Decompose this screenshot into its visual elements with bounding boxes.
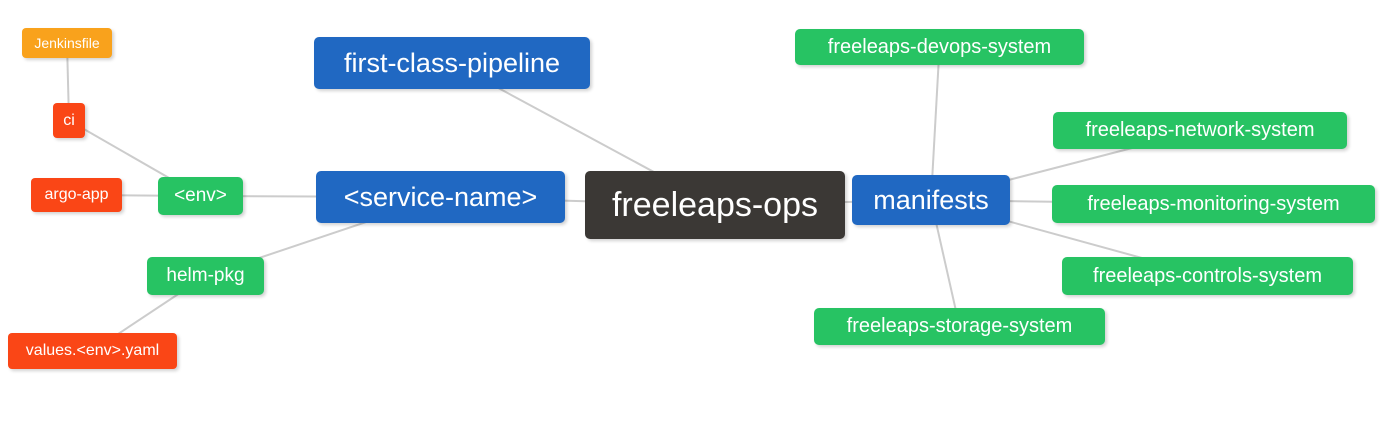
node-ci[interactable]: ci: [53, 103, 85, 138]
node-freeleaps-ops[interactable]: freeleaps-ops: [585, 171, 845, 239]
node-controls-system[interactable]: freeleaps-controls-system: [1062, 257, 1353, 295]
node-storage-system[interactable]: freeleaps-storage-system: [814, 308, 1105, 345]
node-values-env-yaml[interactable]: values.<env>.yaml: [8, 333, 177, 369]
node-argo-app[interactable]: argo-app: [31, 178, 122, 212]
node-jenkinsfile[interactable]: Jenkinsfile: [22, 28, 112, 58]
node-network-system[interactable]: freeleaps-network-system: [1053, 112, 1347, 149]
node-helm-pkg[interactable]: helm-pkg: [147, 257, 264, 295]
node-env[interactable]: <env>: [158, 177, 243, 215]
node-service-name[interactable]: <service-name>: [316, 171, 565, 223]
node-monitoring-system[interactable]: freeleaps-monitoring-system: [1052, 185, 1375, 223]
node-manifests[interactable]: manifests: [852, 175, 1010, 225]
node-devops-system[interactable]: freeleaps-devops-system: [795, 29, 1084, 65]
node-first-class-pipeline[interactable]: first-class-pipeline: [314, 37, 590, 89]
